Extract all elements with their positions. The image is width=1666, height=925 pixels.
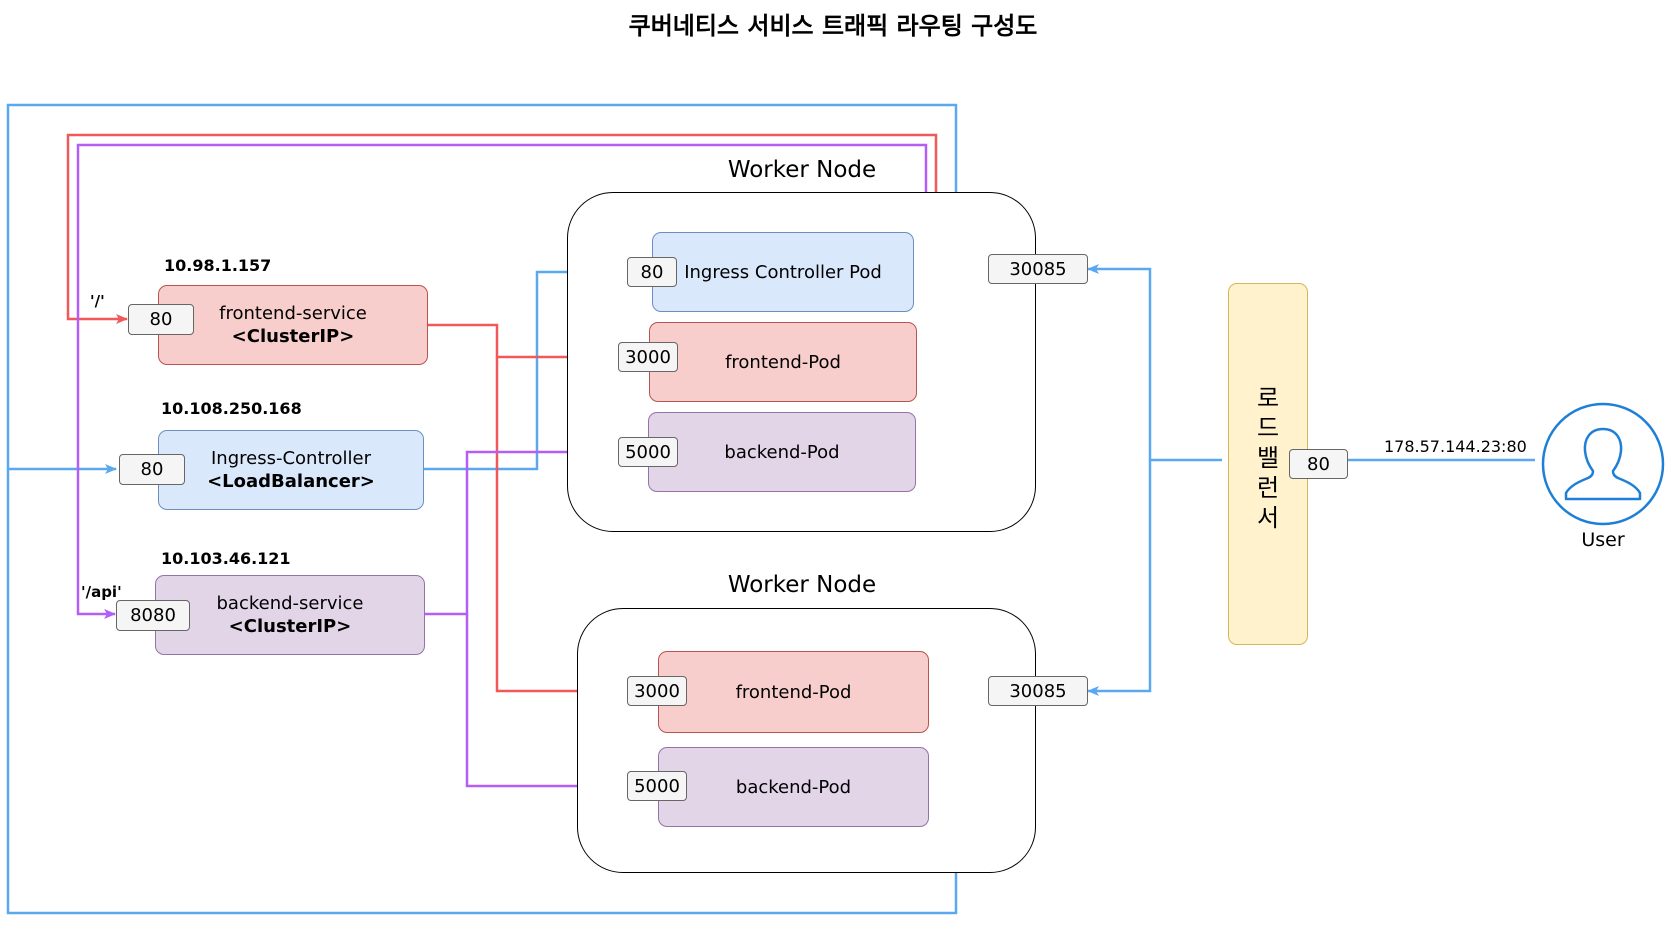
frontend-service-name: frontend-service: [219, 303, 367, 324]
ingress-controller-service-name: Ingress-Controller: [210, 448, 371, 469]
backend-pod-node1-name: backend-Pod: [724, 441, 840, 463]
backend-service-type: <ClusterIP>: [228, 616, 352, 637]
frontend-service: frontend-service <ClusterIP>: [158, 285, 428, 365]
backend-route-label: '/api': [81, 583, 122, 601]
worker-node-2: [577, 608, 1036, 873]
backend-service-to-pod-lines: [424, 447, 617, 616]
frontend-service-to-pod1-line: [428, 323, 617, 362]
user-label: User: [1581, 529, 1625, 551]
frontend-pod-node1-name: frontend-Pod: [725, 351, 841, 373]
ingress-service-ip: 10.108.250.168: [161, 399, 302, 418]
backend-pod-node2: backend-Pod: [658, 747, 929, 827]
diagram-title: 쿠버네티스 서비스 트래픽 라우팅 구성도: [628, 12, 1038, 40]
backend-pod-node2-name: backend-Pod: [735, 776, 852, 798]
backend-pod-node1: backend-Pod: [648, 412, 916, 492]
backend-service: backend-service <ClusterIP>: [155, 575, 425, 655]
lb-to-node2-line: [1087, 460, 1152, 696]
ingress-controller-pod-name: Ingress Controller Pod: [684, 261, 882, 283]
frontend-pod-node2-port: 3000: [627, 676, 687, 706]
ingress-controller-service-type: <LoadBalancer>: [207, 471, 375, 492]
node2-nodeport: 30085: [988, 676, 1088, 706]
ingress-service-port: 80: [119, 454, 185, 485]
frontend-pod-node2: frontend-Pod: [658, 651, 929, 733]
user-address: 178.57.144.23:80: [1384, 437, 1527, 456]
backend-service-to-pod2-line: [465, 614, 626, 791]
backend-service-port: 8080: [116, 600, 190, 631]
lb-to-node1-line: [1087, 264, 1222, 462]
frontend-service-ip: 10.98.1.157: [164, 256, 272, 275]
node1-nodeport: 30085: [988, 254, 1088, 284]
lb-char-5: 서: [1256, 504, 1280, 532]
frontend-route-label: '/': [90, 292, 105, 310]
ingress-controller-pod: Ingress Controller Pod: [652, 232, 914, 312]
load-balancer-label: 로 드 밸 런 서: [1253, 383, 1283, 533]
backend-pod-node2-port: 5000: [627, 771, 687, 801]
frontend-service-port: 80: [128, 304, 194, 335]
ingress-controller-service: Ingress-Controller <LoadBalancer>: [158, 430, 424, 510]
lb-char-1: 로: [1256, 384, 1280, 412]
worker-node-2-label: Worker Node: [727, 572, 877, 598]
frontend-pod-node2-name: frontend-Pod: [735, 681, 852, 703]
frontend-pod-node1: frontend-Pod: [649, 322, 917, 402]
lb-char-3: 밸: [1256, 444, 1280, 472]
worker-node-1-label: Worker Node: [727, 157, 877, 183]
backend-service-name: backend-service: [216, 593, 364, 614]
backend-pod-node1-port: 5000: [618, 437, 678, 467]
lb-char-2: 드: [1256, 414, 1280, 442]
user-icon: [1540, 401, 1666, 527]
lb-char-4: 런: [1256, 474, 1280, 502]
frontend-pod-node1-port: 3000: [618, 342, 678, 372]
frontend-service-type: <ClusterIP>: [231, 326, 355, 347]
ingress-pod-port: 80: [627, 257, 677, 287]
load-balancer-port: 80: [1289, 449, 1348, 479]
backend-service-ip: 10.103.46.121: [161, 549, 291, 568]
